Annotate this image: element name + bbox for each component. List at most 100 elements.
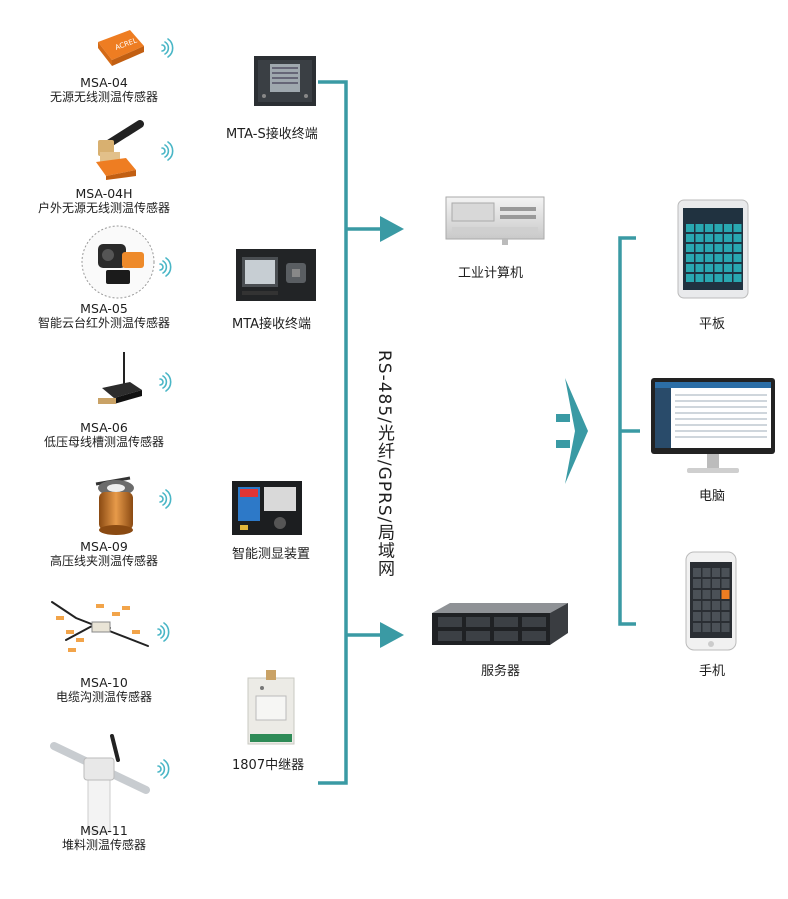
tablet-app-tile bbox=[695, 234, 704, 242]
wifi-icons bbox=[157, 38, 174, 779]
lcd-terminal-icon bbox=[236, 249, 316, 301]
ptz-infrared-sensor bbox=[81, 225, 155, 299]
monitor-icon bbox=[651, 378, 775, 473]
tablet-app-tile bbox=[686, 244, 694, 252]
tablet-app-tile bbox=[686, 264, 694, 272]
bus-protocol-text: RS-485/光纤/GPRS/局域网 bbox=[374, 350, 394, 578]
phone-key-tile bbox=[693, 612, 701, 621]
tablet-app-tile bbox=[705, 274, 713, 282]
double-chevron-icon bbox=[556, 378, 588, 484]
sensor-code: MSA-10 bbox=[80, 675, 128, 690]
sensor-label-msa-06: MSA-06 低压母线槽测温传感器 bbox=[6, 420, 202, 450]
phone-key-tile bbox=[712, 568, 720, 577]
phone-key-tile bbox=[721, 579, 730, 588]
phone-key-tile bbox=[702, 579, 711, 588]
bus-connector bbox=[318, 80, 384, 785]
repeater-icon bbox=[247, 670, 295, 745]
phone-key-tile bbox=[693, 601, 701, 610]
sensor-code: MSA-04H bbox=[75, 186, 133, 201]
phone-key-tile bbox=[721, 612, 730, 621]
tablet-app-tile bbox=[686, 234, 694, 242]
sensor-code: MSA-06 bbox=[80, 420, 128, 435]
sensor-label-msa-04: MSA-04 无源无线测温传感器 bbox=[6, 75, 202, 105]
phone-icon bbox=[685, 551, 737, 651]
tablet-app-tile bbox=[724, 234, 732, 242]
smart-display-device-icon bbox=[232, 481, 302, 535]
tablet-app-tile bbox=[695, 274, 704, 282]
tablet-app-tile bbox=[714, 224, 723, 232]
tablet-app-tile bbox=[714, 254, 723, 262]
tablet-app-tile bbox=[733, 264, 742, 272]
tablet-app-tile bbox=[714, 234, 723, 242]
phone-key-tile bbox=[693, 579, 701, 588]
sensor-name: 户外无源无线测温传感器 bbox=[37, 201, 170, 215]
tablet-app-tile bbox=[724, 224, 732, 232]
tablet-app-tile bbox=[714, 264, 723, 272]
phone-key-tile bbox=[702, 568, 711, 577]
tablet-app-tile bbox=[705, 254, 713, 262]
antenna-clamp-sensor bbox=[96, 120, 144, 180]
terminal-label-mta: MTA接收终端 bbox=[232, 317, 312, 332]
sensor-code: MSA-05 bbox=[80, 301, 128, 316]
phone-key-tile bbox=[693, 623, 701, 632]
phone-key-tile bbox=[693, 568, 701, 577]
tablet-app-tile bbox=[686, 224, 694, 232]
server-label-industrial-pc: 工业计算机 bbox=[458, 266, 524, 281]
wifi-icon bbox=[157, 759, 170, 779]
phone-key-tile bbox=[721, 623, 730, 632]
terminal-label-smart-display: 智能测显装置 bbox=[232, 547, 311, 562]
tablet-app-tile bbox=[686, 274, 694, 282]
tablet-app-tile bbox=[705, 264, 713, 272]
cable-probe-sensor bbox=[51, 601, 149, 652]
phone-key-tile bbox=[712, 579, 720, 588]
tablet-app-tile bbox=[724, 264, 732, 272]
tablet-app-tile bbox=[695, 264, 704, 272]
terminal-label-repeater: 1807中继器 bbox=[232, 758, 305, 773]
tablet-app-tile bbox=[733, 234, 742, 242]
tablet-app-tile bbox=[695, 254, 704, 262]
sensor-label-msa-10: MSA-10 电缆沟测温传感器 bbox=[6, 675, 202, 705]
tablet-app-tile bbox=[733, 224, 742, 232]
busbar-antenna-sensor bbox=[98, 352, 142, 404]
phone-key-tile bbox=[712, 601, 720, 610]
phone-key-tile bbox=[702, 623, 711, 632]
tablet-app-tile bbox=[714, 244, 723, 252]
rack-server-icon bbox=[432, 603, 568, 645]
tablet-app-tile bbox=[705, 224, 713, 232]
phone-key-tile bbox=[712, 612, 720, 621]
phone-key-tile bbox=[712, 590, 720, 599]
sensor-name: 电缆沟测温传感器 bbox=[55, 690, 152, 704]
sensor-code: MSA-09 bbox=[80, 539, 128, 554]
server-label-server: 服务器 bbox=[481, 664, 521, 679]
phone-key-tile bbox=[702, 612, 711, 621]
tablet-icon bbox=[677, 199, 749, 299]
phone-key-tile bbox=[721, 568, 730, 577]
wifi-icon bbox=[159, 372, 172, 392]
phone-key-tile bbox=[721, 601, 730, 610]
wifi-icon bbox=[157, 622, 170, 642]
client-label-computer: 电脑 bbox=[699, 489, 726, 504]
wifi-icon bbox=[161, 141, 174, 161]
client-label-tablet: 平板 bbox=[699, 317, 726, 332]
wifi-icon bbox=[159, 257, 172, 277]
clamp-coil-sensor bbox=[95, 476, 134, 535]
tablet-app-tile bbox=[733, 274, 742, 282]
tablet-app-tile bbox=[714, 274, 723, 282]
panel-meter-icon bbox=[254, 56, 316, 106]
sensor-code: MSA-04 bbox=[80, 75, 128, 90]
phone-key-tile bbox=[702, 590, 711, 599]
terminal-label-mta-s: MTA-S接收终端 bbox=[226, 127, 318, 142]
arrow-to-industrial-pc bbox=[380, 216, 404, 242]
sensor-label-msa-09: MSA-09 高压线夹测温传感器 bbox=[6, 539, 202, 569]
phone-key-tile bbox=[702, 601, 711, 610]
wifi-icon bbox=[161, 38, 174, 58]
sensor-name: 低压母线槽测温传感器 bbox=[43, 435, 164, 449]
tablet-app-tile bbox=[733, 254, 742, 262]
tablet-app-tile bbox=[695, 244, 704, 252]
client-label-phone: 手机 bbox=[699, 664, 726, 679]
tablet-app-tile bbox=[724, 244, 732, 252]
arrow-to-server bbox=[380, 622, 404, 648]
tablet-app-tile bbox=[733, 244, 742, 252]
sensor-label-msa-05: MSA-05 智能云台红外测温传感器 bbox=[6, 301, 202, 331]
